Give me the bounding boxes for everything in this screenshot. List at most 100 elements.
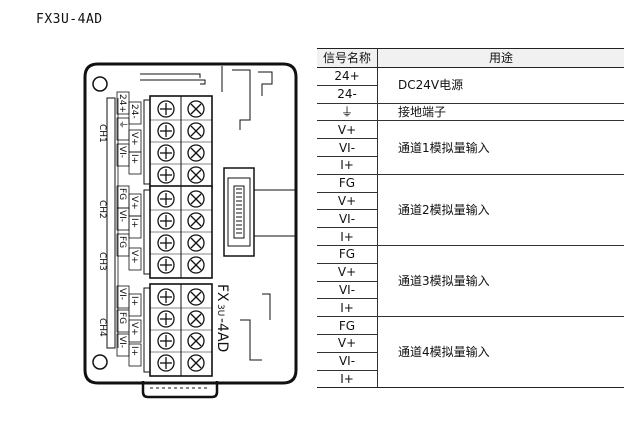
table-header-row: 信号名称 用途 (317, 48, 624, 68)
signal-name-cell: FG (317, 174, 378, 193)
terminal-screw (187, 354, 205, 372)
signal-name-cell: V+ (317, 120, 378, 140)
signal-name-cell: V+ (317, 334, 378, 353)
terminal-screw (187, 122, 205, 140)
terminal-label: VI- (117, 146, 127, 158)
terminal-screw (187, 144, 205, 162)
terminal-label: FG (117, 312, 127, 324)
terminal-label: CH4 (97, 318, 107, 337)
terminal-label: CH1 (97, 124, 107, 143)
use-cell: 通道4模拟量输入 (377, 316, 624, 389)
terminal-label: VI- (117, 288, 127, 300)
terminal-label: 24+ (117, 94, 127, 113)
signal-name-cell: VI- (317, 209, 378, 229)
terminal-label: I+ (129, 296, 139, 306)
signal-name-cell: VI- (317, 281, 378, 300)
terminal-screw (187, 288, 205, 306)
terminal-screw (157, 166, 175, 184)
signal-name-cell: I+ (317, 227, 378, 246)
signal-name-cell: VI- (317, 138, 378, 157)
terminal-blocks (143, 95, 213, 377)
use-cell: DC24V电源 (377, 67, 624, 104)
terminal-screw (157, 144, 175, 162)
terminal-screw (187, 234, 205, 252)
bottom-tab (141, 381, 219, 399)
terminal-screw (187, 256, 205, 274)
terminal-label: V+ (129, 132, 139, 146)
terminal-screw (157, 310, 175, 328)
terminal-screw (187, 166, 205, 184)
terminal-screw (157, 122, 175, 140)
module-name-sub: 3U (215, 304, 225, 316)
signal-name-cell: ⏚ (317, 103, 378, 122)
terminal-label: V+ (129, 250, 139, 264)
module-housing (83, 62, 298, 385)
table-row: 24- (317, 85, 624, 104)
use-cell: 通道2模拟量输入 (377, 174, 624, 246)
terminal-block-3 (143, 283, 213, 377)
table-row: I+ (317, 227, 624, 246)
table-row: I+ (317, 298, 624, 318)
signal-name-cell: V+ (317, 263, 378, 282)
table-row: V+ (317, 192, 624, 211)
terminal-screw (157, 212, 175, 230)
terminal-label: VI- (117, 336, 127, 348)
table-row: ⏚接地端子 (317, 103, 624, 122)
signal-name-cell: 24- (317, 85, 378, 104)
terminal-block-1 (143, 95, 213, 189)
table-row: 24+DC24V电源 (317, 67, 624, 104)
terminal-screw (157, 288, 175, 306)
terminal-screw (187, 310, 205, 328)
mount-hole-bottom (92, 354, 108, 370)
terminal-label: ⏚ (117, 120, 128, 129)
signal-name-cell: FG (317, 245, 378, 264)
table-row: VI- (317, 281, 624, 300)
table-row: VI- (317, 138, 624, 157)
terminal-label: I+ (129, 154, 139, 164)
terminal-label: FG (117, 236, 127, 248)
terminal-label: I+ (129, 346, 139, 356)
table-row: I+ (317, 370, 624, 389)
module-name-main: FX (214, 284, 230, 302)
terminal-label: FG (117, 188, 127, 200)
use-cell: 接地端子 (377, 103, 624, 122)
terminal-label: V+ (129, 322, 139, 336)
model-title: FX3U-4AD (36, 12, 103, 27)
use-cell: 通道3模拟量输入 (377, 245, 624, 318)
header-use: 用途 (377, 48, 624, 68)
terminal-label: V+ (129, 196, 139, 210)
terminal-screw (187, 212, 205, 230)
terminal-screw (187, 190, 205, 208)
terminal-label: CH3 (97, 252, 107, 271)
terminal-screw (157, 354, 175, 372)
table-row: V+通道1模拟量输入 (317, 120, 624, 175)
terminal-screw (157, 100, 175, 118)
terminal-label: CH2 (97, 200, 107, 219)
module-name-suffix: -4AD (214, 318, 230, 352)
terminal-screw (157, 190, 175, 208)
signal-name-cell: 24+ (317, 67, 378, 86)
table-row: V+ (317, 263, 624, 282)
terminal-screw (157, 256, 175, 274)
table-row: VI- (317, 352, 624, 371)
signal-name-cell: I+ (317, 298, 378, 318)
table-row: V+ (317, 334, 624, 353)
signal-name-cell: I+ (317, 156, 378, 175)
table-row: I+ (317, 156, 624, 175)
table-row: VI- (317, 209, 624, 229)
terminal-screw (187, 332, 205, 350)
signal-name-cell: VI- (317, 352, 378, 371)
terminal-label: 24- (129, 104, 139, 119)
terminal-screw (157, 234, 175, 252)
terminal-block-2 (143, 185, 213, 279)
header-signal-name: 信号名称 (317, 48, 378, 68)
mount-hole-top (92, 76, 108, 92)
terminal-screw (187, 100, 205, 118)
signal-name-cell: I+ (317, 370, 378, 389)
terminal-label: VI- (117, 210, 127, 222)
